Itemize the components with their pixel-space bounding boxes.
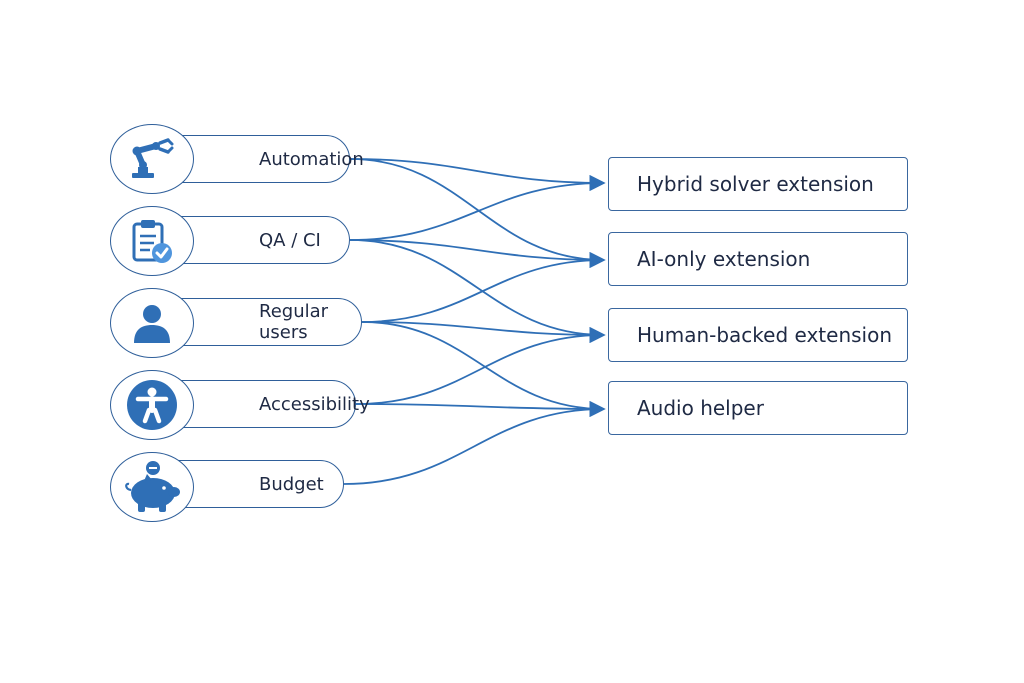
target-box-ai-only: AI-only extension [608, 232, 908, 286]
piggy-bank-icon [125, 461, 180, 512]
target-box-human-backed: Human-backed extension [608, 308, 908, 362]
target-label: Hybrid solver extension [637, 172, 874, 196]
edge-regular-to-human [361, 321, 606, 344]
edge-qa-to-ai [349, 239, 606, 269]
edge-regular-to-ai [361, 251, 606, 323]
edge-accessibility-to-audio [355, 400, 606, 418]
source-label: Accessibility [259, 393, 370, 415]
accessibility-icon [127, 380, 177, 430]
edge-qa-to-hybrid [349, 174, 606, 241]
target-label: Audio helper [637, 396, 764, 420]
icon-circle-qa [110, 206, 194, 276]
icon-circle-regular-users [110, 288, 194, 358]
source-label: Budget [259, 473, 324, 495]
icon-circle-accessibility [110, 370, 194, 440]
user-icon [134, 305, 170, 343]
target-box-audio: Audio helper [608, 381, 908, 435]
target-label: Human-backed extension [637, 323, 893, 347]
edge-accessibility-to-human [355, 326, 606, 405]
icon-circle-automation [110, 124, 194, 194]
edge-automation-to-hybrid [349, 158, 606, 192]
icon-circle-budget [110, 452, 194, 522]
edge-budget-to-audio [343, 400, 606, 485]
robot-arm-icon [132, 138, 174, 178]
edge-regular-to-audio [361, 321, 606, 418]
source-label: QA / CI [259, 229, 321, 251]
target-box-hybrid: Hybrid solver extension [608, 157, 908, 211]
source-label: Automation [259, 148, 364, 170]
edge-automation-to-ai [349, 158, 606, 269]
source-label: Regular users [259, 301, 329, 343]
target-label: AI-only extension [637, 247, 811, 271]
edge-qa-to-human [349, 239, 606, 344]
clipboard-check-icon [132, 220, 172, 263]
